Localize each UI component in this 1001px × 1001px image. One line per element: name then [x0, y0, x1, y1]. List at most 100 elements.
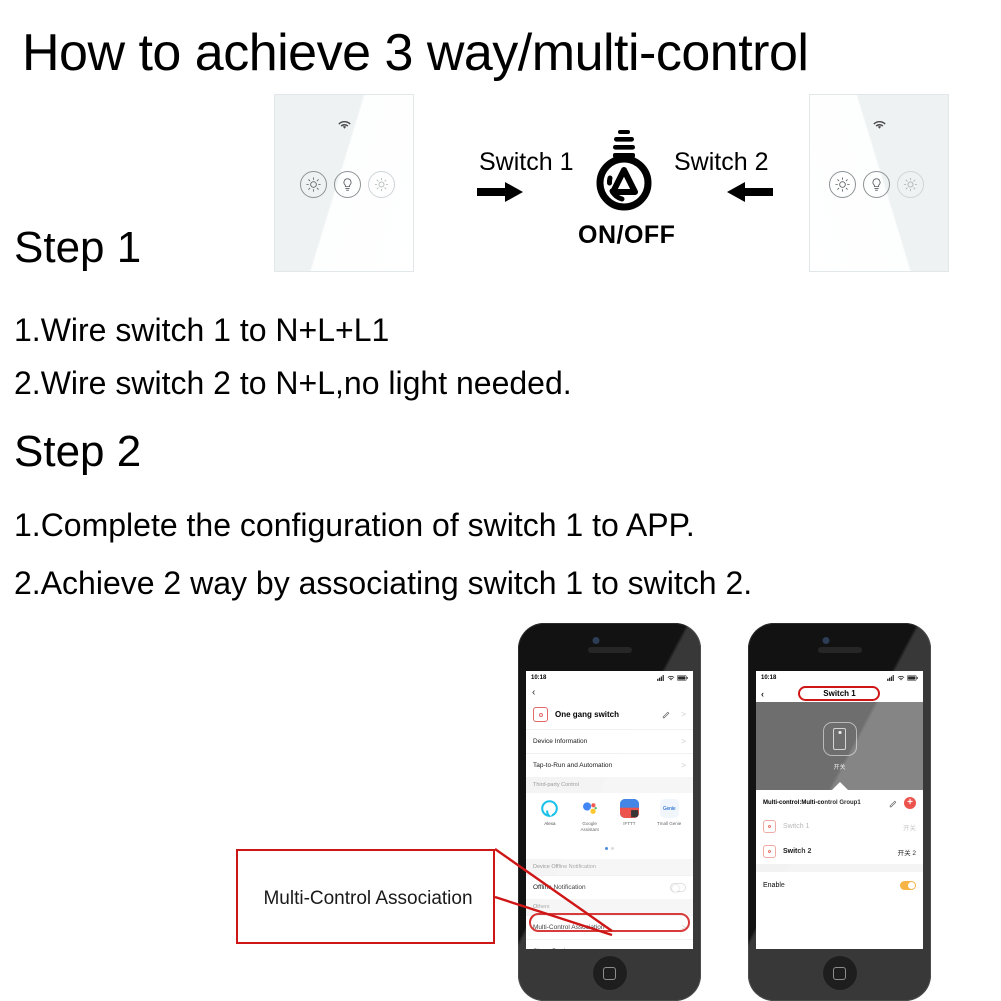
cellular-signal-icon	[657, 675, 664, 681]
switch-name: Switch 2	[783, 848, 812, 855]
switch-1-label: Switch 1	[479, 148, 574, 176]
switch-plate-icon[interactable]	[822, 721, 857, 756]
add-group-button[interactable]: +	[904, 797, 916, 809]
phone-mockup-multi-control-group: 10:18 ‹ Switch	[748, 623, 931, 1001]
front-camera-icon	[592, 637, 599, 644]
callout-label: Multi-Control Association	[263, 888, 473, 909]
switch-icon	[763, 845, 776, 858]
section-divider	[756, 864, 923, 872]
section-third-party-control: Third-party Control	[526, 777, 693, 793]
group-title: Multi-control:Multi-control Group1	[763, 800, 861, 806]
row-device-information[interactable]: Device Information >	[526, 729, 693, 753]
status-icons	[887, 675, 918, 681]
device-header[interactable]: One gang switch >	[526, 700, 693, 729]
earpiece-speaker	[587, 647, 632, 653]
row-tap-to-run[interactable]: Tap-to-Run and Automation >	[526, 753, 693, 777]
battery-icon	[677, 675, 688, 681]
light-bulb-icon	[596, 130, 652, 211]
nav-title-highlight-ellipse	[798, 686, 880, 701]
battery-icon	[907, 675, 918, 681]
hero-label: 开关	[833, 764, 846, 771]
brand-alexa[interactable]: Alexa	[535, 799, 565, 833]
bulb-indicator: ON/OFF	[578, 128, 676, 250]
switch-button-sun-dim[interactable]	[367, 171, 395, 198]
row-multi-control-association[interactable]: Multi-Control Association >	[526, 915, 693, 939]
device-icon	[533, 707, 548, 722]
ifttt-icon	[619, 799, 639, 818]
row-label: Offline Notification	[533, 884, 586, 891]
switch-button-sun[interactable]	[299, 171, 327, 198]
alexa-icon	[540, 799, 559, 818]
row-label: Device Information	[533, 738, 588, 745]
row-share-device[interactable]: Share Device >	[526, 939, 693, 949]
carousel-dots[interactable]	[526, 835, 693, 859]
multi-control-group-header: Multi-control:Multi-control Group1 +	[756, 790, 923, 814]
nav-title: Switch 1	[823, 689, 856, 698]
device-hero-panel: 开关	[756, 702, 923, 791]
offline-notification-toggle[interactable]	[670, 883, 686, 892]
switch-sub: 开关	[903, 824, 916, 832]
enable-toggle[interactable]	[900, 881, 916, 890]
wifi-icon	[897, 675, 905, 681]
edit-pencil-icon[interactable]	[662, 710, 671, 719]
wifi-icon	[275, 117, 413, 135]
phone-screen-left: 10:18 ‹	[526, 671, 693, 949]
group-switch-row-1[interactable]: Switch 1 开关	[756, 814, 923, 839]
switch-2-label: Switch 2	[674, 148, 769, 176]
arrow-left-icon	[727, 181, 773, 203]
page-title: How to achieve 3 way/multi-control	[22, 24, 809, 82]
step-2-heading: Step 2	[14, 427, 142, 476]
home-button[interactable]	[592, 956, 627, 990]
edit-pencil-icon[interactable]	[889, 799, 898, 808]
home-button[interactable]	[822, 956, 857, 990]
wall-switch-panel-2	[809, 94, 949, 272]
section-offline-notification: Device Offline Notification	[526, 859, 693, 875]
nav-bar: ‹ Switch 1	[756, 685, 923, 702]
chevron-right-icon: >	[681, 761, 686, 770]
cellular-signal-icon	[887, 675, 894, 681]
earpiece-speaker	[817, 647, 862, 653]
switch-button-sun-dim[interactable]	[896, 171, 924, 198]
panel-button-group	[275, 171, 413, 198]
brand-label: Google Assistant	[580, 821, 599, 832]
on-off-label: ON/OFF	[578, 221, 676, 249]
step-2-line-1: 1.Complete the configuration of switch 1…	[14, 507, 695, 543]
front-camera-icon	[822, 637, 829, 644]
section-others: Others	[526, 899, 693, 915]
row-offline-notification[interactable]: Offline Notification	[526, 875, 693, 899]
row-label: Multi-Control Association	[533, 924, 605, 931]
row-label: Share Device	[533, 948, 572, 949]
third-party-brand-row: Alexa Google Assistant	[526, 793, 693, 835]
status-icons	[657, 675, 688, 681]
brand-label: Alexa	[544, 821, 556, 826]
switch-sub: 开关 2	[897, 849, 916, 857]
switch-name: Switch 1	[783, 823, 810, 830]
brand-google-assistant[interactable]: Google Assistant	[575, 799, 605, 833]
phone-screen-right: 10:18 ‹ Switch	[756, 671, 923, 949]
tmall-genie-icon: Genie	[659, 799, 679, 818]
switch-button-sun[interactable]	[828, 171, 856, 198]
panel-button-group	[810, 171, 948, 198]
status-time: 10:18	[761, 675, 777, 681]
brand-ifttt[interactable]: IFTTT	[614, 799, 644, 833]
back-button[interactable]: ‹	[761, 688, 764, 699]
switch-button-bulb[interactable]	[333, 171, 361, 198]
step-1-line-1: 1.Wire switch 1 to N+L+L1	[14, 312, 390, 348]
panel-notch	[830, 782, 849, 791]
chevron-right-icon: >	[681, 710, 686, 719]
status-bar: 10:18	[756, 671, 923, 685]
phone-mockup-device-settings: 10:18 ‹	[518, 623, 701, 1001]
chevron-right-icon: >	[681, 923, 686, 932]
enable-label: Enable	[763, 882, 785, 889]
brand-tmall-genie[interactable]: Genie Tmall Genie	[654, 799, 684, 833]
switch-button-bulb[interactable]	[862, 171, 890, 198]
chevron-right-icon: >	[681, 737, 686, 746]
step-1-line-2: 2.Wire switch 2 to N+L,no light needed.	[14, 365, 572, 401]
group-switch-row-2[interactable]: Switch 2 开关 2	[756, 839, 923, 864]
step-1-heading: Step 1	[14, 223, 142, 272]
back-button[interactable]: ‹	[532, 687, 536, 698]
enable-row[interactable]: Enable	[756, 872, 923, 899]
arrow-right-icon	[477, 181, 523, 203]
brand-label: Tmall Genie	[656, 821, 682, 826]
